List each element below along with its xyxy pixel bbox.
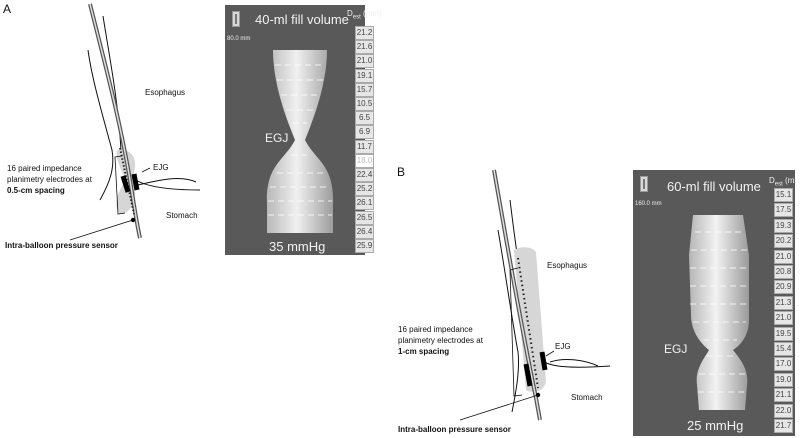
egj-profile-b — [689, 215, 749, 410]
diameter-value: 21.7 — [774, 419, 793, 433]
ejg-leader — [141, 167, 151, 173]
diameter-value: 26.4 — [355, 224, 374, 239]
diameter-value: 25.9 — [355, 239, 374, 253]
panel-a-schematic — [69, 3, 201, 241]
fill-volume-title-a: 40-ml fill volume — [255, 12, 349, 27]
diameter-value: 19.0 — [774, 372, 793, 387]
stomach-label-b: Stomach — [571, 393, 603, 402]
electrodes — [119, 147, 135, 215]
egj-label-b: EGJ — [664, 342, 688, 356]
diameter-value: 21.0 — [774, 311, 793, 326]
diameter-value: 25.2 — [355, 182, 374, 197]
diameter-header-b: Dest (mm) — [769, 176, 800, 188]
diameter-value: 19.3 — [774, 218, 793, 233]
sphincter-right — [131, 173, 140, 191]
electrode-line1-a: 16 paired impedance — [7, 164, 82, 173]
diameter-value: 10.5 — [355, 97, 374, 111]
egj-profile-a — [266, 50, 334, 233]
electrode-bracket-b — [509, 267, 523, 397]
sphincter-left — [120, 175, 131, 193]
stomach-wall-b — [549, 358, 599, 367]
electrode-line2-a: planimetry electrodes at — [7, 175, 92, 184]
diameter-value: 18.0 — [355, 153, 374, 168]
diameter-value: 11.7 — [355, 139, 374, 154]
sphincter-b-left — [523, 363, 533, 387]
diameter-value: 26.1 — [355, 196, 374, 211]
pressure-sensor-label-b: Intra-balloon pressure sensor — [398, 425, 511, 434]
diameter-value: 19.5 — [774, 326, 793, 341]
diameter-value: 6.5 — [355, 111, 374, 126]
stomach-label-a: Stomach — [166, 211, 198, 220]
sphincter-b-right — [539, 351, 548, 371]
pressure-sensor-label-a: Intra-balloon pressure sensor — [5, 241, 118, 250]
pressure-value-b: 25 mmHg — [687, 418, 744, 433]
pressure-sensor-leader — [69, 219, 134, 241]
diameter-value: 21.2 — [355, 26, 374, 40]
egj-label-a: EGJ — [265, 131, 289, 145]
esophagus-wall-left — [87, 49, 114, 201]
diameter-value: 19.1 — [355, 68, 374, 83]
flip-image-a: 80.0 mm 40-ml fill volume Dest (mm) EGJ … — [225, 5, 382, 255]
diameter-value: 15.7 — [355, 82, 374, 97]
esophagus-wall-left-b — [497, 229, 519, 413]
diameter-value: 15.1 — [774, 188, 793, 202]
esophagus-label-b: Esophagus — [547, 261, 588, 270]
panel-b-letter: B — [397, 165, 406, 179]
scale-label-a: 80.0 mm — [227, 36, 251, 42]
stomach-wall — [137, 178, 197, 186]
electrode-line3-b: 1-cm spacing — [398, 347, 450, 356]
electrode-line1-b: 16 paired impedance — [398, 325, 473, 334]
fill-volume-title-b: 60-ml fill volume — [667, 179, 761, 194]
diameter-header-a: Dest (mm) — [347, 9, 382, 21]
diameter-value: 17.0 — [774, 357, 793, 372]
diameter-value: 20.2 — [774, 234, 793, 249]
diameter-value: 17.5 — [774, 203, 793, 218]
diameter-value: 21.1 — [774, 388, 793, 403]
ejg-label-a: EJG — [153, 163, 169, 172]
balloon-b — [514, 247, 546, 392]
panel-a-letter: A — [3, 2, 12, 16]
diameter-value: 22.0 — [774, 403, 793, 418]
diameter-value: 20.9 — [774, 280, 793, 295]
ejg-label-b: EJG — [555, 342, 571, 351]
electrode-bracket — [114, 155, 126, 215]
panel-b-schematic — [459, 169, 611, 421]
catheter-core-b — [493, 169, 541, 421]
electrode-line3-a: 0.5-cm spacing — [7, 186, 65, 195]
probe-icon — [232, 11, 240, 27]
pressure-value-a: 35 mmHg — [269, 239, 326, 254]
diameter-value: 20.8 — [774, 265, 793, 279]
esophagus-label-a: Esophagus — [145, 88, 186, 97]
diameter-value: 15.4 — [774, 342, 793, 356]
diameter-value: 21.6 — [355, 40, 374, 55]
catheter-core — [89, 3, 141, 239]
probe-icon-b — [640, 176, 648, 192]
flip-image-b: 160.0 mm 60-ml fill volume Dest (mm) EGJ… — [633, 170, 800, 436]
diameter-value: 26.5 — [355, 210, 374, 225]
balloon-profile-b — [689, 215, 749, 410]
ejg-leader-b — [545, 350, 555, 357]
diameter-value: 21.3 — [774, 295, 793, 310]
pressure-sensor-leader-b — [459, 394, 539, 421]
diameter-value: 21.0 — [774, 249, 793, 264]
diameter-value: 21.0 — [355, 54, 374, 69]
diameter-value: 22.4 — [355, 168, 374, 182]
scale-label-b: 160.0 mm — [635, 201, 662, 207]
diameter-value: 6.9 — [355, 125, 374, 140]
electrode-line2-b: planimetry electrodes at — [398, 336, 483, 345]
